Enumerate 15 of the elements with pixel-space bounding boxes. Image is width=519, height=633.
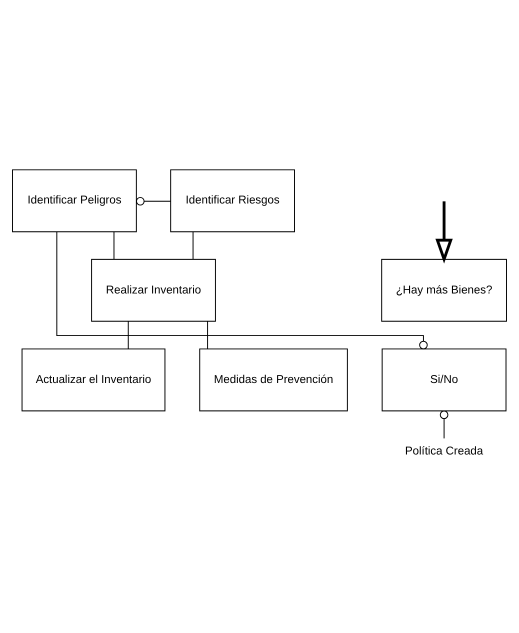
node-box: Actualizar el Inventario bbox=[22, 348, 166, 411]
node-box: Si/No bbox=[382, 348, 506, 411]
connector bbox=[192, 230, 194, 260]
node-box: Realizar Inventario bbox=[91, 258, 216, 322]
node-box: Identificar Peligros bbox=[12, 168, 137, 232]
connector bbox=[207, 320, 208, 349]
connector bbox=[136, 196, 171, 206]
connector bbox=[56, 231, 428, 349]
node-box: ¿Hay más Bienes? bbox=[381, 258, 507, 322]
node-text: Política Creada bbox=[405, 444, 484, 457]
node-box: Medidas de Prevención bbox=[199, 348, 348, 411]
connector bbox=[440, 410, 448, 438]
connector bbox=[128, 320, 129, 349]
arrow bbox=[435, 200, 453, 264]
node-box: Identificar Riesgos bbox=[170, 168, 295, 232]
